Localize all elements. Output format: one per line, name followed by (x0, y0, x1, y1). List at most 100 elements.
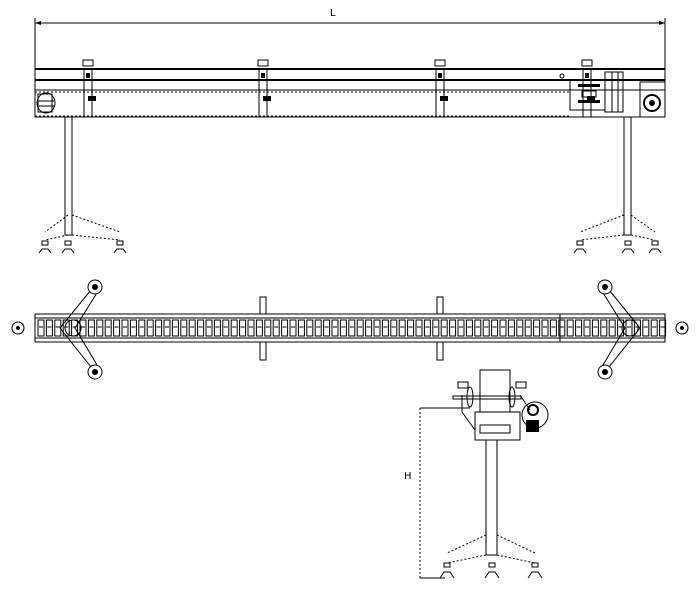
chain-link (222, 319, 230, 337)
chain-link (45, 319, 53, 337)
chain-link (163, 319, 171, 337)
chain-link (642, 319, 650, 337)
chain-link (180, 319, 188, 337)
chain-link (314, 319, 322, 337)
chain-link (138, 319, 146, 337)
chain-link (297, 319, 305, 337)
chain-link (533, 319, 541, 337)
height-label: H (404, 471, 412, 482)
chain-link (54, 319, 62, 337)
chain-link (549, 319, 557, 337)
leveling-foot (573, 240, 587, 254)
chain-link (155, 319, 163, 337)
chain-link (608, 319, 616, 337)
clamp (82, 59, 96, 118)
drive-unit (559, 71, 666, 118)
chain-link (323, 319, 331, 337)
leveling-foot (621, 240, 635, 254)
chain-link (356, 319, 364, 337)
chain-link (37, 319, 45, 337)
chain-link (339, 319, 347, 337)
chain-link (625, 319, 633, 337)
end-motor (521, 401, 549, 432)
chain-link (465, 319, 473, 337)
chain-link (348, 319, 356, 337)
clamp (259, 296, 267, 361)
chain-link (264, 319, 272, 337)
chain-link (255, 319, 263, 337)
chain-link (205, 319, 213, 337)
end-support-left (11, 279, 103, 380)
end-support-right (597, 279, 689, 380)
chain-link (541, 319, 549, 337)
chain-link (449, 319, 457, 337)
leveling-foot (527, 562, 543, 579)
clamp (257, 59, 271, 118)
chain-link (440, 319, 448, 337)
chain-link (516, 319, 524, 337)
side-view (34, 59, 666, 254)
chain-link (566, 319, 574, 337)
chain-link (306, 319, 314, 337)
length-label: L (330, 8, 336, 19)
chain-link (87, 319, 95, 337)
chain-link (499, 319, 507, 337)
chain-link (474, 319, 482, 337)
chain-link (617, 319, 625, 337)
chain-link (289, 319, 297, 337)
clamp (436, 296, 444, 361)
chain-link (558, 319, 566, 337)
chain-link (575, 319, 583, 337)
leveling-foot (648, 240, 662, 254)
chain-link (507, 319, 515, 337)
leveling-foot (484, 562, 500, 579)
chain-link (415, 319, 423, 337)
chain-link (583, 319, 591, 337)
chain-link (96, 319, 104, 337)
chain-link (491, 319, 499, 337)
chain-link (373, 319, 381, 337)
top-view (11, 279, 689, 380)
chain-link (407, 319, 415, 337)
chain-link (591, 319, 599, 337)
chain-link (423, 319, 431, 337)
chain-link (230, 319, 238, 337)
leveling-foot (38, 240, 52, 254)
chain-link (171, 319, 179, 337)
chain-link (398, 319, 406, 337)
chain-link (432, 319, 440, 337)
chain-link (113, 319, 121, 337)
side-leg-right (579, 116, 656, 241)
chain-link (659, 319, 667, 337)
chain-link (600, 319, 608, 337)
end-view: H (404, 369, 549, 579)
leveling-foot (61, 240, 75, 254)
chain-link (381, 319, 389, 337)
chain-link (365, 319, 373, 337)
chain-link (524, 319, 532, 337)
height-dimension: H (404, 407, 470, 579)
chain-link (239, 319, 247, 337)
leveling-foot (439, 562, 455, 579)
chain-link (457, 319, 465, 337)
chain-link (213, 319, 221, 337)
leveling-foot (113, 240, 127, 254)
chain-link (129, 319, 137, 337)
chain-link (104, 319, 112, 337)
chain-link (390, 319, 398, 337)
chain-link (272, 319, 280, 337)
chain-link (281, 319, 289, 337)
chain-link (247, 319, 255, 337)
chain-link (197, 319, 205, 337)
side-leg-left (44, 116, 121, 241)
chain-link (331, 319, 339, 337)
chain-link (482, 319, 490, 337)
chain-link (79, 319, 87, 337)
chain-link (650, 319, 658, 337)
length-dimension: L (34, 8, 666, 70)
chain-link (188, 319, 196, 337)
clamp (434, 59, 448, 118)
chain-link (121, 319, 129, 337)
